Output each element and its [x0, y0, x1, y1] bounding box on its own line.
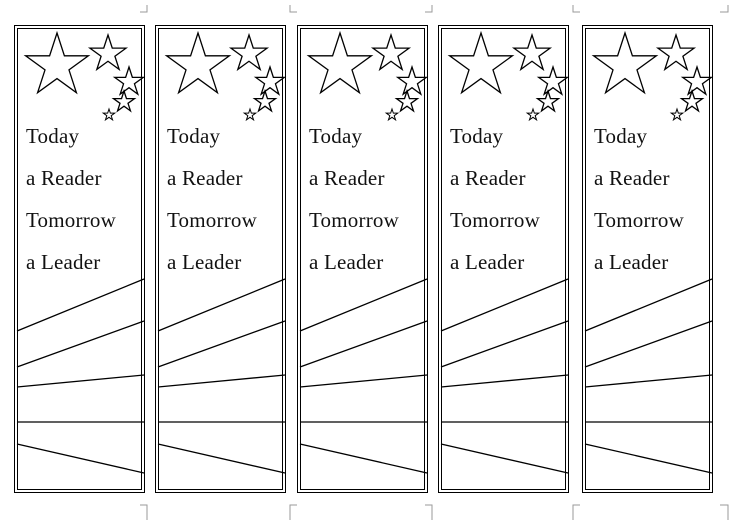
star-icon: [228, 32, 270, 72]
star-icon: [655, 32, 697, 72]
bookmark-line-leader: a Leader: [309, 250, 384, 274]
ray-line: [157, 374, 286, 388]
star-icon: [394, 88, 420, 113]
ray-lines: [440, 278, 569, 474]
bookmark-border: [17, 28, 142, 490]
star-icon: [87, 32, 129, 72]
bookmark-line-leader: a Leader: [167, 250, 242, 274]
stars-cluster: [164, 30, 287, 122]
star-icon: [164, 30, 232, 95]
ray-line: [16, 443, 145, 474]
bookmark-line-today: Today: [450, 124, 504, 148]
ray-lines: [16, 278, 145, 474]
star-icon: [306, 30, 374, 95]
ray-line: [157, 443, 286, 474]
bookmark-line-today: Today: [167, 124, 221, 148]
bookmark-line-reader: a Reader: [450, 166, 526, 190]
bookmark-1: Today a Reader Tomorrow a Leader: [14, 25, 146, 493]
bookmark-line-tomorrow: Tomorrow: [26, 208, 116, 232]
bookmark-border: [441, 28, 566, 490]
star-icon: [242, 107, 258, 122]
bookmark-border: [300, 28, 425, 490]
bookmark-line-today: Today: [309, 124, 363, 148]
bookmark-4: Today a Reader Tomorrow a Leader: [438, 25, 570, 493]
ray-lines: [157, 278, 286, 474]
star-icon: [447, 30, 515, 95]
bookmark-3: Today a Reader Tomorrow a Leader: [297, 25, 429, 493]
bookmark-line-today: Today: [594, 124, 648, 148]
bookmark-border: [585, 28, 710, 490]
ray-lines: [299, 278, 428, 474]
star-icon: [591, 30, 659, 95]
ray-line: [157, 320, 286, 368]
star-icon: [252, 88, 278, 113]
bookmark-2: Today a Reader Tomorrow a Leader: [155, 25, 287, 493]
bookmark-line-today: Today: [26, 124, 80, 148]
ray-line: [299, 320, 428, 368]
star-icon: [370, 32, 412, 72]
star-icon: [112, 64, 146, 96]
bookmark-line-reader: a Reader: [594, 166, 670, 190]
stars-cluster: [23, 30, 146, 122]
bookmark-line-reader: a Reader: [167, 166, 243, 190]
ray-line: [440, 443, 569, 474]
ray-line: [584, 443, 713, 474]
bookmark-line-leader: a Leader: [594, 250, 669, 274]
star-icon: [253, 64, 287, 96]
ray-lines: [584, 278, 713, 474]
bookmark-line-leader: a Leader: [450, 250, 525, 274]
ray-line: [584, 320, 713, 368]
ray-line: [440, 374, 569, 388]
ray-line: [584, 278, 713, 332]
stars-cluster: [306, 30, 429, 122]
bookmark-line-tomorrow: Tomorrow: [594, 208, 684, 232]
star-icon: [384, 107, 400, 122]
star-icon: [536, 64, 570, 96]
star-icon: [535, 88, 561, 113]
bookmark-5: Today a Reader Tomorrow a Leader: [582, 25, 714, 493]
star-icon: [23, 30, 91, 95]
star-icon: [111, 88, 137, 113]
stars-cluster: [447, 30, 570, 122]
bookmark-line-tomorrow: Tomorrow: [167, 208, 257, 232]
ray-line: [440, 320, 569, 368]
star-icon: [525, 107, 541, 122]
stars-cluster: [591, 30, 714, 122]
ray-line: [16, 320, 145, 368]
ray-line: [16, 278, 145, 332]
star-icon: [669, 107, 685, 122]
bookmark-line-leader: a Leader: [26, 250, 101, 274]
bookmark-line-reader: a Reader: [309, 166, 385, 190]
bookmark-line-tomorrow: Tomorrow: [450, 208, 540, 232]
ray-line: [584, 374, 713, 388]
bookmark-line-reader: a Reader: [26, 166, 102, 190]
star-icon: [395, 64, 429, 96]
ray-line: [440, 278, 569, 332]
ray-line: [299, 374, 428, 388]
star-icon: [511, 32, 553, 72]
ray-line: [299, 443, 428, 474]
ray-line: [157, 278, 286, 332]
ray-line: [16, 374, 145, 388]
star-icon: [680, 64, 714, 96]
ray-line: [299, 278, 428, 332]
bookmark-line-tomorrow: Tomorrow: [309, 208, 399, 232]
star-icon: [101, 107, 117, 122]
star-icon: [679, 88, 705, 113]
bookmark-border: [158, 28, 283, 490]
